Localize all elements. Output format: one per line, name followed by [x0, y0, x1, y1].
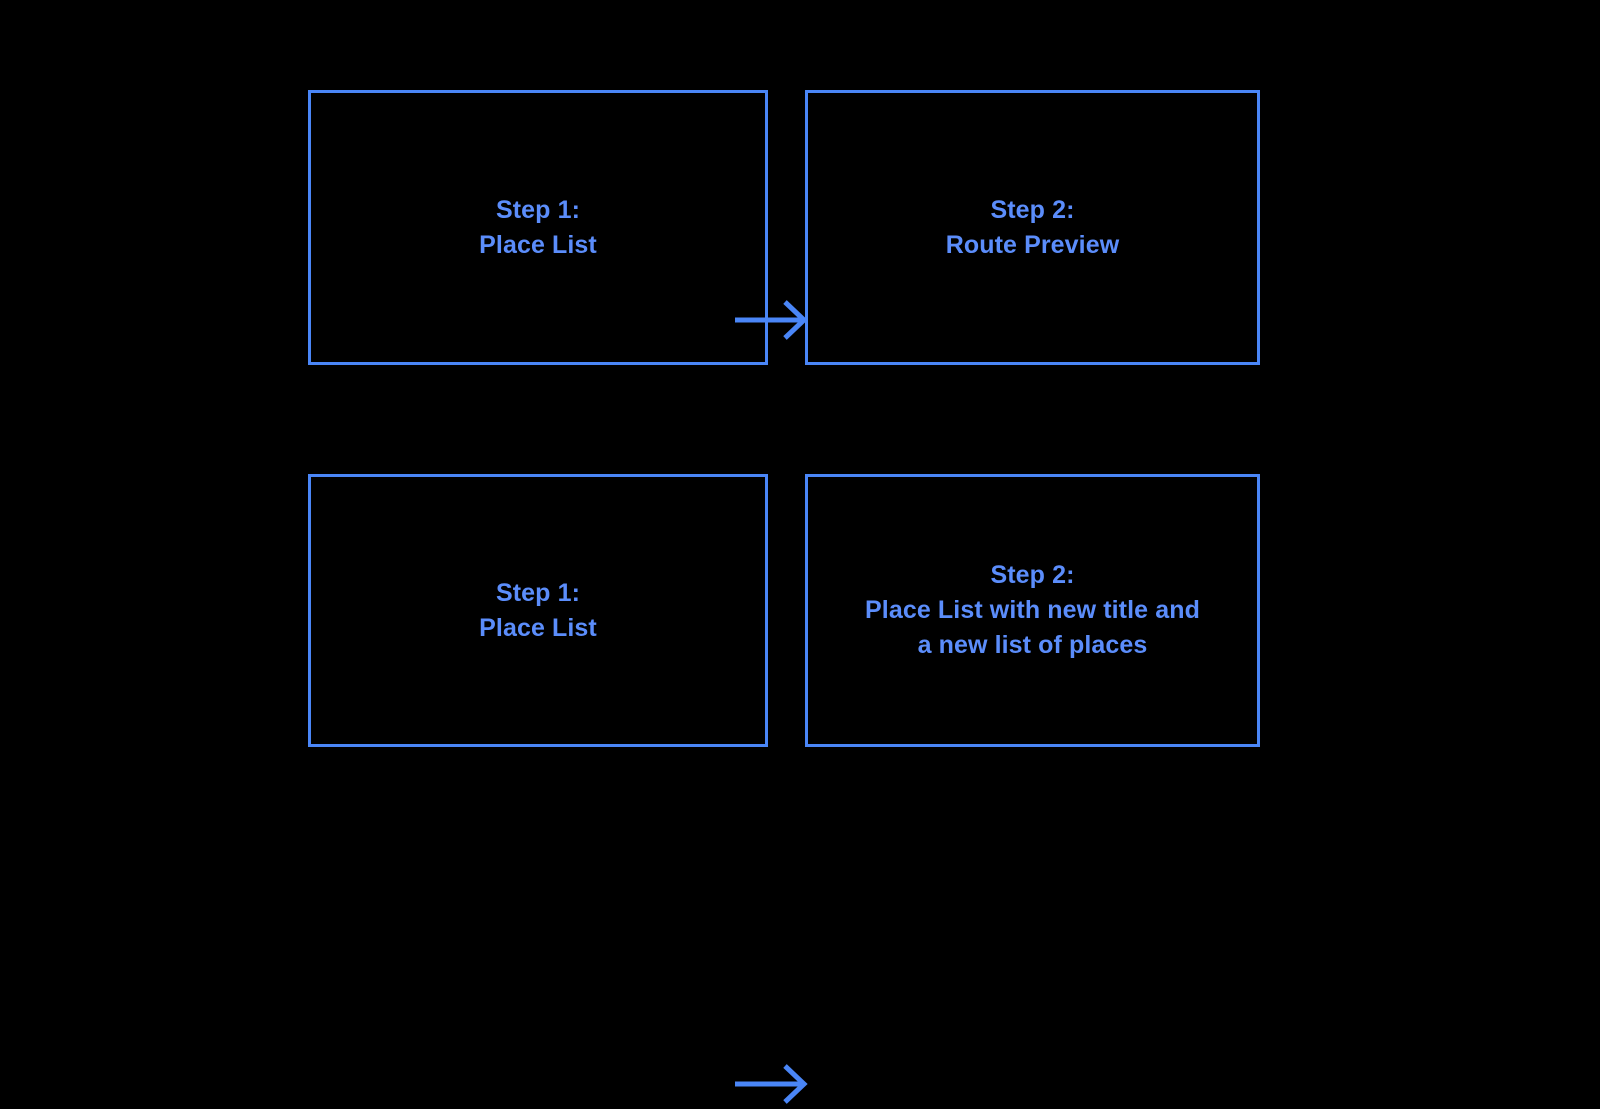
arrow-right-icon	[730, 1059, 810, 1109]
flow-row-2: Step 1: Place List Step 2: Place List wi…	[0, 474, 1600, 1104]
flow-row-1: Step 1: Place List Step 2: Route Preview	[0, 90, 1600, 365]
diagram-canvas: Step 1: Place List Step 2: Route Preview…	[0, 90, 1600, 1104]
step-box-row1-step1[interactable]: Step 1: Place List	[308, 90, 768, 365]
step-box-label: Step 1: Place List	[479, 578, 597, 642]
step-box-row2-step2[interactable]: Step 2: Place List with new title and a …	[805, 474, 1260, 747]
step-box-row1-step2[interactable]: Step 2: Route Preview	[805, 90, 1260, 365]
step-box-row2-step1[interactable]: Step 1: Place List	[308, 474, 768, 747]
step-box-label: Step 2: Route Preview	[945, 195, 1120, 259]
step-box-label: Step 1: Place List	[479, 195, 597, 259]
arrow-head	[783, 300, 808, 340]
arrow-head	[783, 1064, 808, 1104]
step-box-label: Step 2: Place List with new title and a …	[865, 561, 1200, 659]
